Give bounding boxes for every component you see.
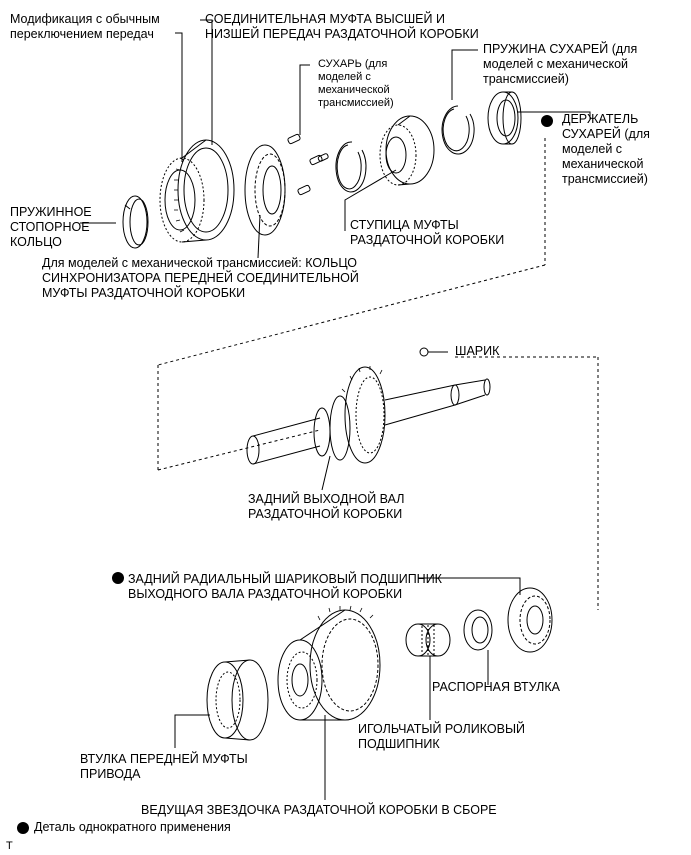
legend-non-reusable: Деталь однократного применения [34,820,231,834]
hi-lo-sleeve-part [159,139,235,243]
spacer-part [463,609,493,651]
ball-part [419,347,429,357]
key-spring-label: ПРУЖИНА СУХАРЕЙ (для моделей с механичес… [483,42,638,86]
corner-mark: T [6,840,13,852]
hi-lo-sleeve-label: СОЕДИНИТЕЛЬНАЯ МУФТА ВЫСШЕЙ И НИЗШЕЙ ПЕР… [205,12,479,41]
shifting-keys-part [287,133,329,196]
synchronizer-ring-part [244,144,286,236]
snap-ring-part [122,195,149,249]
key-retainer-part [487,91,522,145]
rear-output-shaft-part [246,366,491,465]
needle-bearing-label: ИГОЛЬЧАТЫЙ РОЛИКОВЫЙ ПОДШИПНИК [358,722,525,751]
drive-sprocket-part [277,609,381,721]
non-reusable-marker-key-retainer [541,115,553,127]
key-spring-left-part [335,141,367,193]
rear-bearing-label: ЗАДНИЙ РАДИАЛЬНЫЙ ШАРИКОВЫЙ ПОДШИПНИК ВЫ… [128,572,442,601]
key-retainer-label: ДЕРЖАТЕЛЬ СУХАРЕЙ (для моделей с механич… [562,112,650,186]
synchronizer-ring-label: Для моделей с механической трансмиссией:… [42,256,359,300]
rear-bearing-part [507,587,553,653]
ball-label: ШАРИК [455,344,500,358]
front-drive-sleeve-label: ВТУЛКА ПЕРЕДНЕЙ МУФТЫ ПРИВОДА [80,752,248,781]
clutch-hub-label: СТУПИЦА МУФТЫ РАЗДАТОЧНОЙ КОРОБКИ [350,218,505,247]
assembly-guide-lines [157,138,599,610]
legend-marker-icon [17,822,29,834]
gear-teeth-hints [174,157,383,621]
front-drive-sleeve-part [206,659,269,741]
non-reusable-marker-rear-bearing [112,572,124,584]
modification-label: Модификация с обычным переключением пере… [10,12,160,41]
spacer-label: РАСПОРНАЯ ВТУЛКА [432,680,560,694]
shifting-key-label: СУХАРЬ (для моделей с механической транс… [318,58,394,109]
needle-bearing-part [405,623,451,657]
clutch-hub-part [379,115,435,186]
rear-output-shaft-label: ЗАДНИЙ ВЫХОДНОЙ ВАЛ РАЗДАТОЧНОЙ КОРОБКИ [248,492,405,521]
drive-sprocket-label: ВЕДУЩАЯ ЗВЕЗДОЧКА РАЗДАТОЧНОЙ КОРОБКИ В … [141,803,497,817]
snap-ring-label: ПРУЖИННОЕ СТОПОРНОЕ КОЛЬЦО [10,205,92,249]
leader-lines [80,19,591,800]
key-spring-right-part [441,105,475,155]
